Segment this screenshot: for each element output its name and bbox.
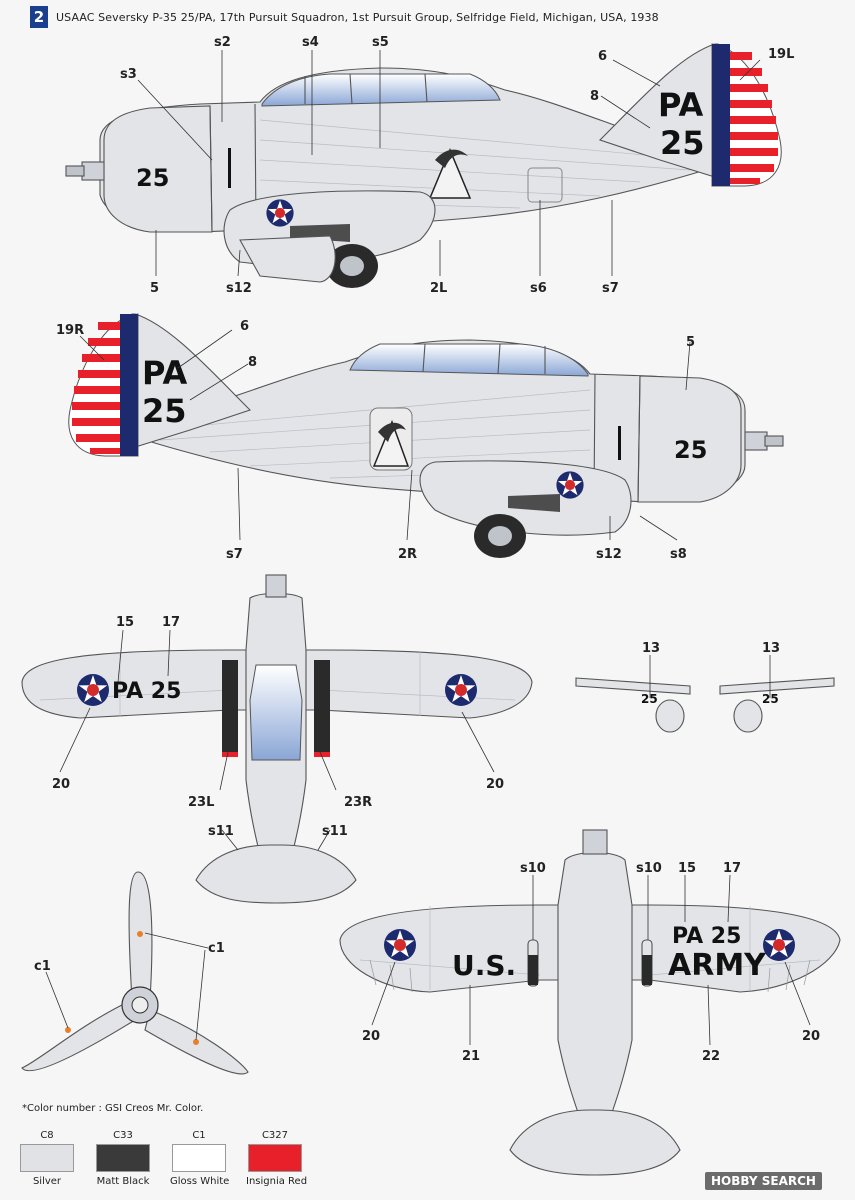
callout-s10-left: s10: [520, 861, 546, 876]
right-side-view: PA 25 25: [68, 313, 784, 558]
bottom-view: U.S. ARMY PA 25: [339, 829, 841, 1176]
cowl-number-right: 25: [674, 436, 707, 464]
watermark: HOBBY SEARCH: [705, 1172, 822, 1190]
swatch-name: Insignia Red: [246, 1176, 308, 1187]
callout-labels: s2 s3 s4 s5 6 19L 8 5 s12 2L s6 s7 19R 6…: [34, 35, 820, 1064]
bottom-army-text: ARMY: [668, 948, 767, 983]
callout-s12-left: s12: [226, 281, 252, 296]
callout-8-right: 8: [248, 355, 257, 370]
callout-c1-right: c1: [208, 941, 225, 956]
callout-20-top-right: 20: [486, 777, 504, 792]
callout-s3: s3: [120, 67, 137, 82]
bottom-wing-code: PA 25: [672, 924, 741, 949]
callout-20-bottom-left: 20: [362, 1029, 380, 1044]
top-view: PA 25: [21, 574, 533, 904]
callout-s7-left: s7: [602, 281, 619, 296]
plate-number-badge: 2: [30, 6, 48, 28]
tail-detail-number-left: 25: [641, 692, 658, 706]
callout-15-top: 15: [116, 615, 134, 630]
swatch-name: Silver: [32, 1176, 62, 1187]
callout-2l: 2L: [430, 281, 447, 296]
callout-2r: 2R: [398, 547, 417, 562]
swatch-matt-black: C33 Matt Black: [94, 1130, 152, 1187]
swatch-code: C327: [261, 1130, 289, 1141]
bottom-us-text: U.S.: [452, 949, 516, 982]
callout-21: 21: [462, 1049, 480, 1064]
tail-code-right: PA: [142, 354, 188, 392]
callout-s5: s5: [372, 35, 389, 50]
tail-detail-views: 25 25: [575, 677, 835, 733]
callout-5-right: 5: [686, 335, 695, 350]
callout-13-right: 13: [762, 641, 780, 656]
swatch-name: Gloss White: [170, 1176, 230, 1187]
callout-s8: s8: [670, 547, 687, 562]
callout-s11-left: s11: [208, 824, 234, 839]
callout-20-bottom-right: 20: [802, 1029, 820, 1044]
swatch-code: C1: [192, 1130, 206, 1141]
callout-6-left: 6: [598, 49, 607, 64]
callout-22: 22: [702, 1049, 720, 1064]
callout-s4: s4: [302, 35, 319, 50]
swatch-fill: [96, 1144, 150, 1172]
callout-19r: 19R: [56, 323, 84, 338]
color-note: *Color number : GSI Creos Mr. Color.: [22, 1103, 204, 1114]
callout-17-bottom: 17: [723, 861, 741, 876]
tail-number-right: 25: [142, 392, 187, 430]
swatch-name: Matt Black: [96, 1176, 150, 1187]
callout-19l: 19L: [768, 47, 794, 62]
plate-header: 2 USAAC Seversky P-35 25/PA, 17th Pursui…: [30, 6, 659, 28]
callout-c1-left: c1: [34, 959, 51, 974]
callout-s7-right: s7: [226, 547, 243, 562]
top-wing-code: PA 25: [112, 679, 181, 704]
callout-15-bottom: 15: [678, 861, 696, 876]
tail-detail-number-right: 25: [762, 692, 779, 706]
callout-leaders: [45, 50, 811, 1046]
swatch-silver: C8 Silver: [18, 1130, 76, 1187]
callout-23l: 23L: [188, 795, 214, 810]
callout-s11-right: s11: [322, 824, 348, 839]
swatch-fill: [20, 1144, 74, 1172]
callout-8-left: 8: [590, 89, 599, 104]
callout-s6: s6: [530, 281, 547, 296]
propeller-view: [21, 871, 249, 1075]
callout-s12-right: s12: [596, 547, 622, 562]
swatch-code: C33: [113, 1130, 133, 1141]
tail-code-left: PA: [658, 86, 704, 124]
callout-s10-right: s10: [636, 861, 662, 876]
tail-number-left: 25: [660, 124, 705, 162]
callout-17-top: 17: [162, 615, 180, 630]
callout-13-left: 13: [642, 641, 660, 656]
callout-5-left: 5: [150, 281, 159, 296]
callout-6-right: 6: [240, 319, 249, 334]
swatch-fill: [172, 1144, 226, 1172]
swatch-code: C8: [40, 1130, 54, 1141]
callout-23r: 23R: [344, 795, 372, 810]
swatch-gloss-white: C1 Gloss White: [170, 1130, 230, 1187]
plate-title: USAAC Seversky P-35 25/PA, 17th Pursuit …: [56, 10, 659, 24]
callout-s2: s2: [214, 35, 231, 50]
callout-20-top-left: 20: [52, 777, 70, 792]
cowl-number-left: 25: [136, 164, 169, 192]
left-side-view: PA 25 25: [65, 43, 782, 288]
swatch-fill: [248, 1144, 302, 1172]
swatch-insignia-red: C327 Insignia Red: [246, 1130, 308, 1187]
